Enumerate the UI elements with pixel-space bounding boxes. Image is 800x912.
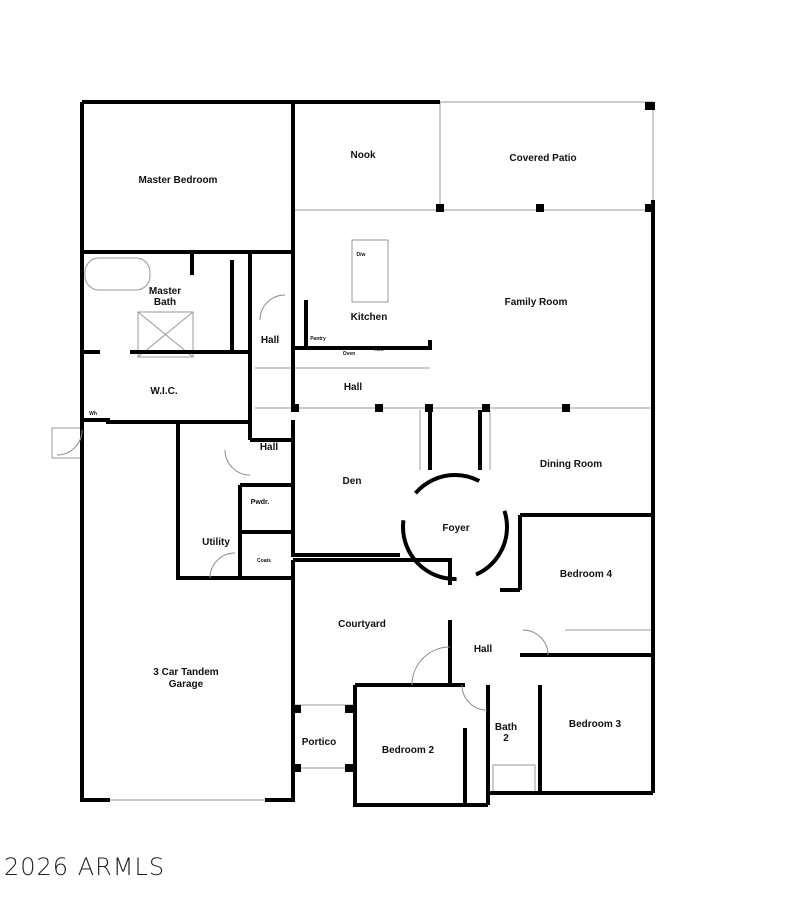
label-bedroom-4: Bedroom 4	[560, 569, 613, 580]
door-swings	[56, 294, 549, 711]
label-den: Den	[343, 476, 362, 487]
label-wic: W.I.C.	[150, 386, 177, 397]
label-courtyard: Courtyard	[338, 619, 386, 630]
label-coats: Coats	[257, 558, 271, 564]
label-garage-2: Garage	[169, 679, 204, 690]
label-hall-2: Hall	[344, 382, 363, 393]
label-nook: Nook	[351, 150, 376, 161]
watermark: 2026 ARMLS	[4, 853, 166, 881]
label-bedroom-2: Bedroom 2	[382, 745, 435, 756]
label-master-bedroom: Master Bedroom	[139, 175, 218, 186]
label-ref: Ref.	[374, 347, 384, 353]
label-covered-patio: Covered Patio	[509, 153, 576, 164]
label-utility: Utility	[202, 537, 230, 548]
label-hall-4: Hall	[474, 644, 493, 655]
label-portico: Portico	[302, 737, 336, 748]
label-dining-room: Dining Room	[540, 459, 602, 470]
label-garage: 3 Car Tandem	[153, 667, 218, 678]
label-kitchen: Kitchen	[351, 312, 388, 323]
pillars	[291, 102, 653, 772]
label-bath-2: Bath	[495, 722, 517, 733]
label-wh: Wh	[89, 411, 97, 417]
label-dw: D/w	[357, 252, 366, 258]
label-foyer: Foyer	[442, 523, 469, 534]
label-bath-2-num: 2	[503, 733, 509, 744]
label-pantry: Pantry	[310, 336, 326, 342]
label-oven: Oven	[343, 351, 356, 357]
walls	[80, 100, 655, 807]
label-pwdr: Pwdr.	[251, 499, 270, 506]
label-hall-3: Hall	[260, 442, 279, 453]
label-hall-1: Hall	[261, 335, 280, 346]
label-family-room: Family Room	[505, 297, 568, 308]
label-master-bath-2: Bath	[154, 297, 176, 308]
label-master-bath: Master	[149, 286, 181, 297]
thin-lines	[51, 101, 654, 801]
label-bedroom-3: Bedroom 3	[569, 719, 622, 730]
